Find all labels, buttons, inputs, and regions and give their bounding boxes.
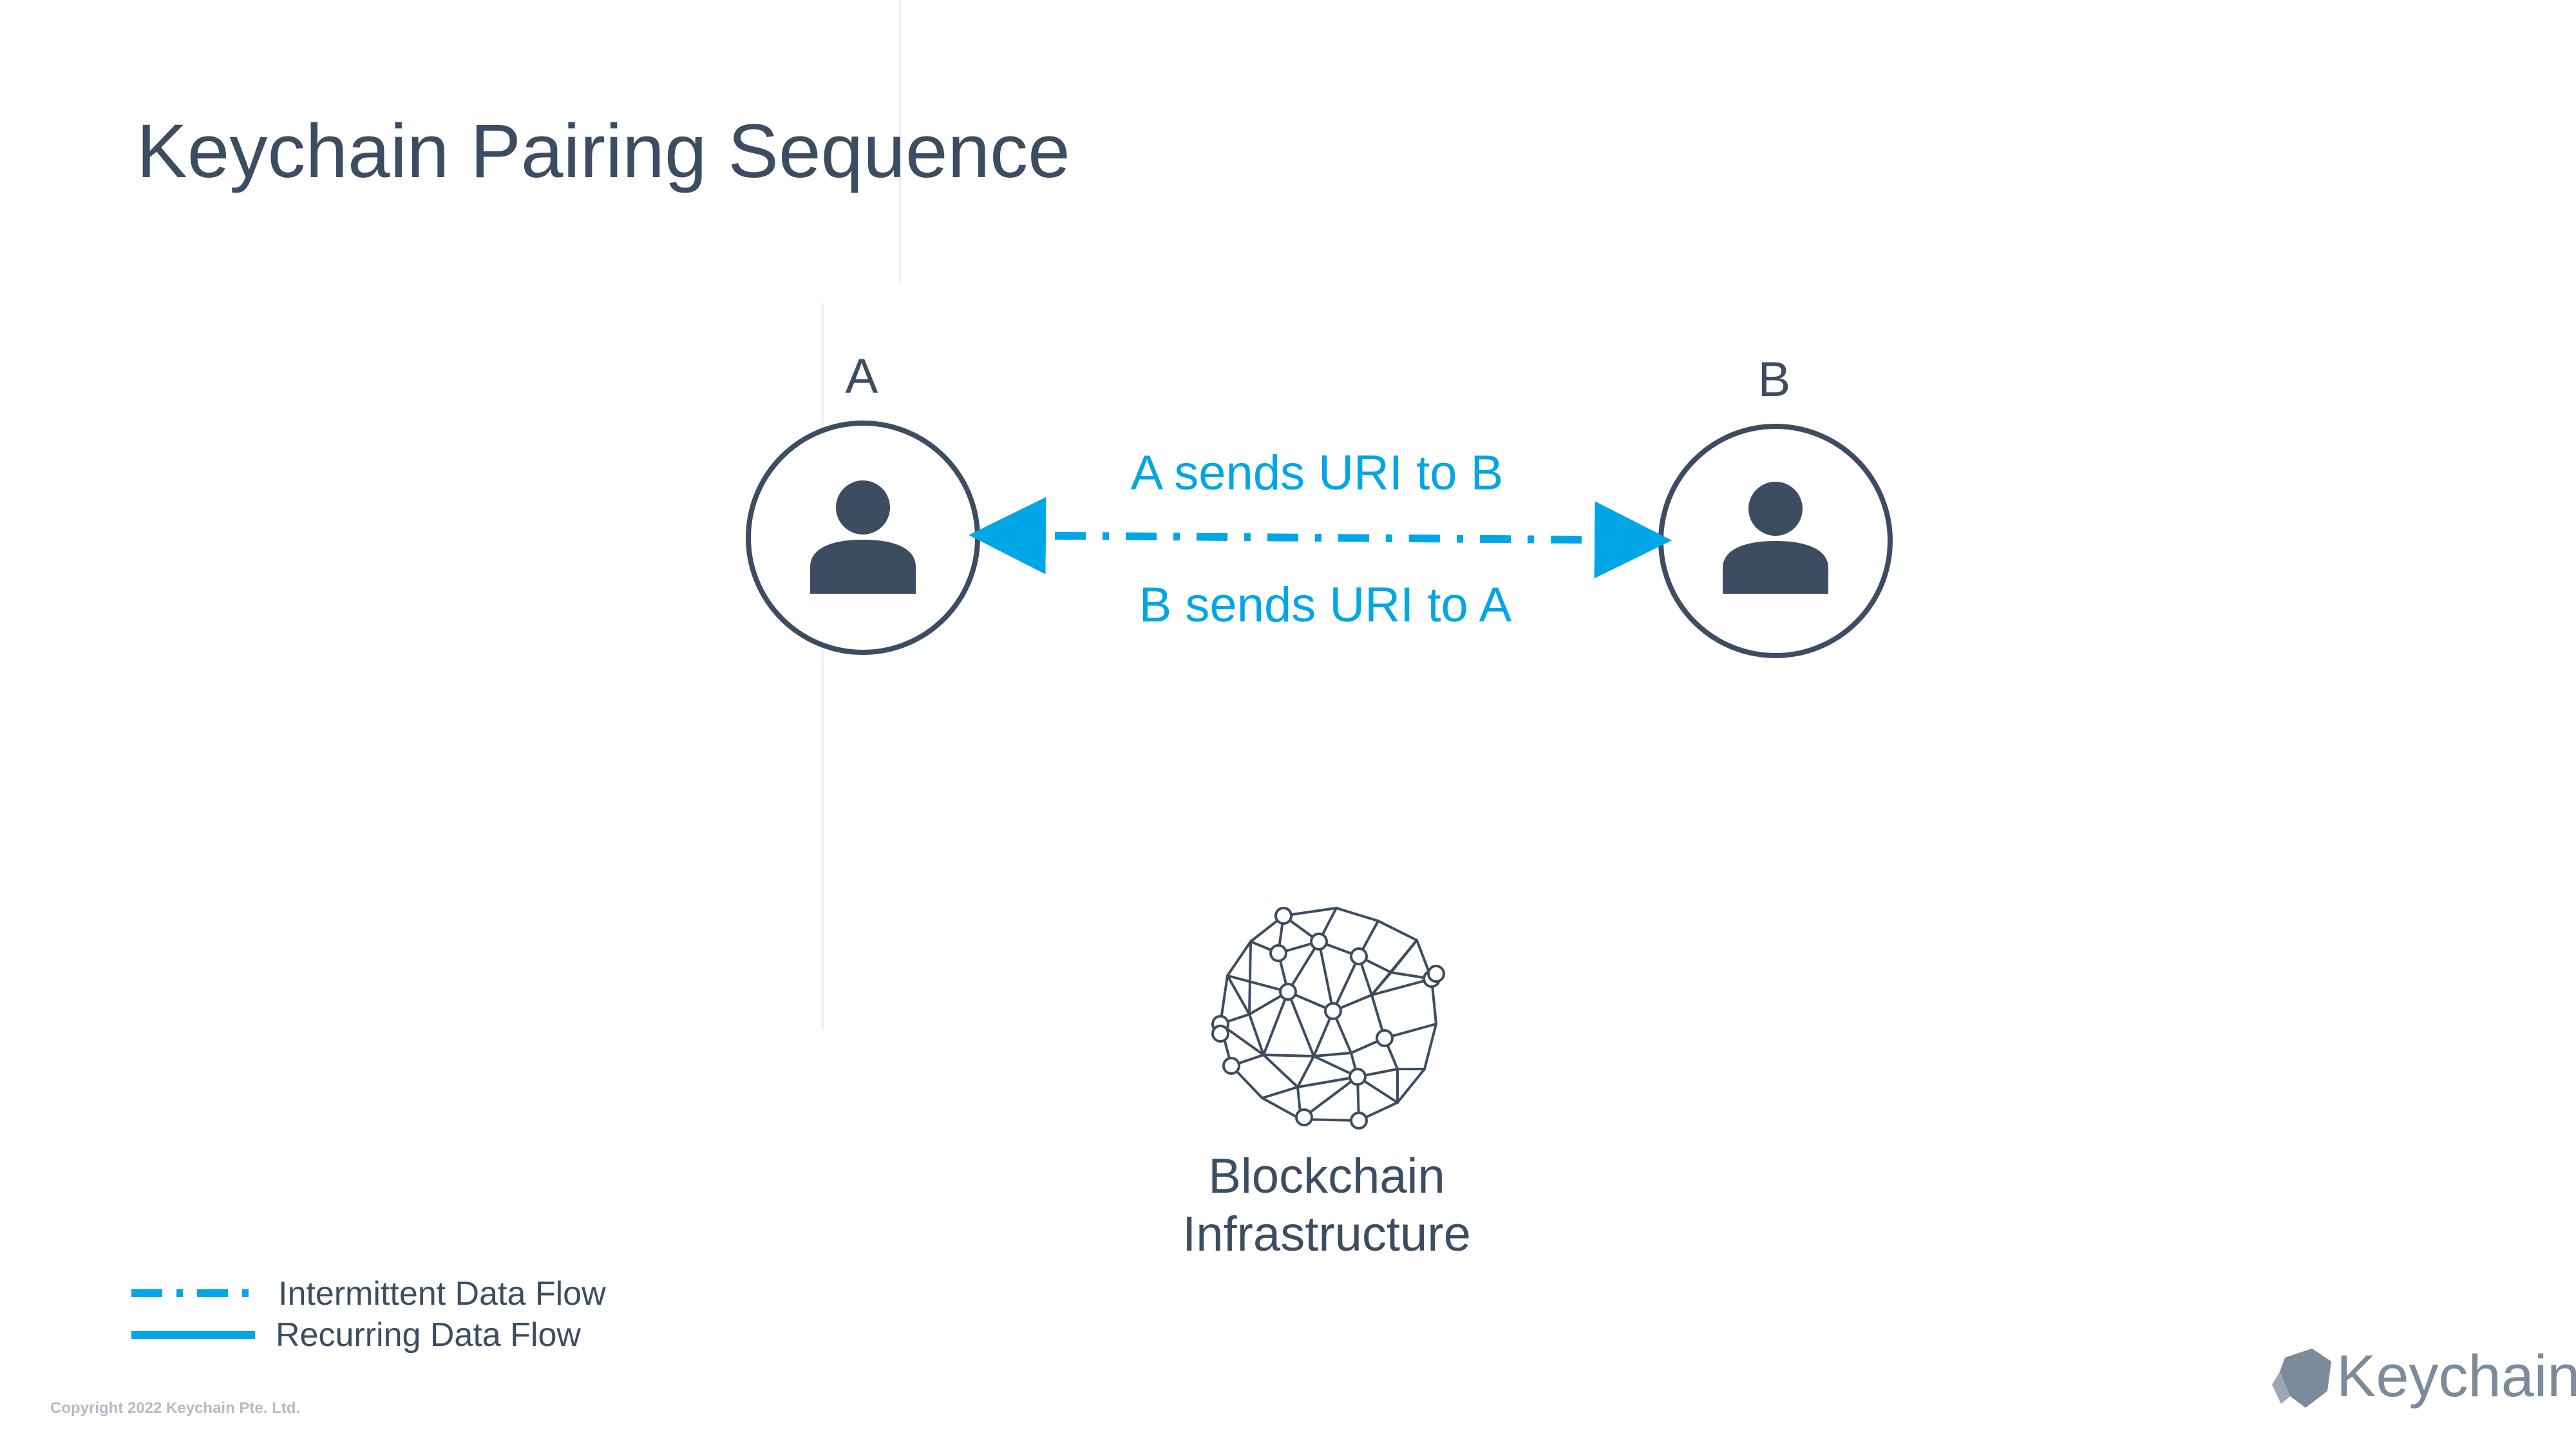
intermittent-flow-arrow <box>969 497 1672 579</box>
network-edge <box>1296 1075 1359 1088</box>
network-edge <box>1248 1013 1265 1056</box>
flow-label-a-to-b: A sends URI to B <box>1131 446 1504 500</box>
network-node <box>1222 1057 1240 1075</box>
network-edge <box>1262 1054 1315 1057</box>
network-node <box>1295 1108 1313 1126</box>
network-edge <box>1226 974 1289 993</box>
copyright-text: Copyright 2022 Keychain Pte. Ltd. <box>50 1399 300 1417</box>
network-node <box>1279 983 1297 1001</box>
page-title: Keychain Pairing Sequence <box>137 109 1070 194</box>
network-node <box>1427 965 1445 983</box>
user-icon <box>1723 482 1828 594</box>
network-edge <box>1248 940 1252 1016</box>
network-edge <box>1318 940 1334 1012</box>
legend-intermittent-label: Intermittent Data Flow <box>278 1275 606 1312</box>
legend: Intermittent Data Flow Recurring Data Fl… <box>131 1275 606 1354</box>
network-edge <box>1370 978 1433 996</box>
network-edge <box>1226 940 1252 977</box>
brand-wordmark: Keychain <box>2336 1343 2576 1409</box>
keychain-logo-icon: Keychain <box>2272 1343 2576 1409</box>
node-a-circle <box>746 421 980 655</box>
network-edge <box>1261 1086 1299 1099</box>
network-globe-icon <box>1211 907 1445 1130</box>
network-node <box>1310 933 1328 951</box>
network-edge <box>1396 1068 1426 1104</box>
network-edge <box>1423 1023 1437 1070</box>
node-b <box>1658 424 1893 658</box>
network-node <box>1349 1068 1367 1086</box>
network-node <box>1274 907 1293 925</box>
network-node <box>1350 947 1368 965</box>
network-edge <box>1296 1055 1315 1088</box>
blockchain-label-line1: Blockchain <box>1208 1149 1445 1204</box>
network-node <box>1211 1025 1229 1043</box>
network-edge <box>1335 907 1379 922</box>
network-node <box>1350 1112 1368 1130</box>
blockchain-label-line2: Infrastructure <box>1182 1207 1471 1262</box>
node-a <box>746 421 980 655</box>
flow-label-b-to-a: B sends URI to A <box>1139 578 1512 632</box>
network-edge <box>1332 955 1360 1012</box>
network-edge <box>1377 920 1418 942</box>
network-node <box>1269 944 1287 962</box>
network-edge <box>1370 939 1418 996</box>
node-b-label: B <box>1758 352 1791 407</box>
network-edge <box>1262 990 1289 1056</box>
legend-recurring-label: Recurring Data Flow <box>276 1316 581 1354</box>
user-icon <box>810 480 916 594</box>
network-edge <box>1262 1054 1299 1088</box>
network-edge <box>1287 990 1315 1057</box>
network-edge <box>1287 940 1320 993</box>
network-edge <box>1261 1097 1302 1121</box>
network-node <box>1376 1029 1394 1047</box>
node-a-label: A <box>846 349 878 404</box>
network-edge <box>1312 1052 1352 1057</box>
network-node <box>1324 1002 1342 1020</box>
network-edge <box>1226 974 1251 1016</box>
